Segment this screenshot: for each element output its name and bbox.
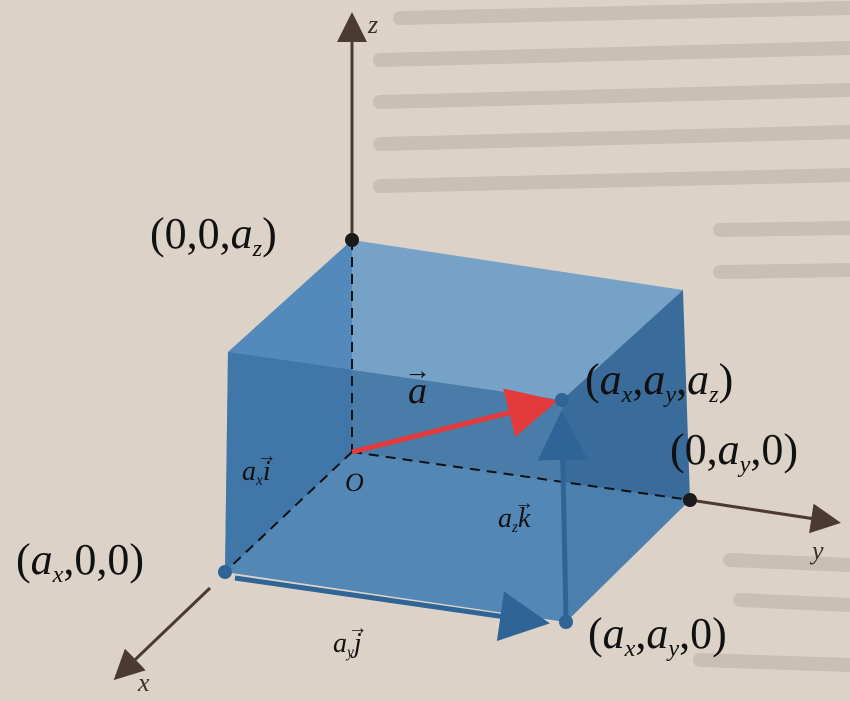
j-sub: y — [347, 644, 354, 662]
x-point-sub: x — [52, 561, 64, 589]
y-point-sub: y — [739, 451, 751, 479]
tip-close: ) — [718, 355, 734, 404]
tip-s2: y — [665, 381, 677, 409]
hidden-x-edge — [224, 451, 353, 573]
xy-a2: a — [646, 609, 669, 658]
k-component-label: azk — [498, 503, 530, 537]
y-point-close: ,0) — [750, 425, 799, 474]
z-point-sub: z — [252, 235, 263, 263]
k-coef: a — [498, 503, 512, 534]
vector-a-label: a — [408, 372, 427, 410]
j-component-label: ayj — [333, 628, 362, 662]
j-coef: a — [333, 628, 347, 659]
x-point-label: (ax,0,0) — [16, 535, 145, 588]
i-component-label: axi — [242, 456, 271, 490]
xy-s2: y — [668, 635, 680, 663]
xy-s1: x — [624, 635, 636, 663]
z-point-open: (0,0, — [150, 209, 231, 258]
tip-s3: z — [709, 381, 719, 409]
xy-close: ,0) — [679, 609, 727, 658]
y-point-label: (0,ay,0) — [670, 425, 799, 478]
x-axis-label: x — [138, 668, 150, 697]
k-sub: z — [512, 519, 518, 537]
x-point-open: ( — [16, 535, 31, 584]
tip-s1: x — [621, 381, 633, 409]
j-unit: j — [354, 630, 362, 658]
xy-sep: , — [635, 609, 647, 658]
z-point-label: (0,0,az) — [150, 209, 277, 262]
tip-a2: a — [643, 355, 666, 404]
tip-point-label: (ax,ay,az) — [585, 355, 734, 409]
point-xy — [559, 615, 573, 629]
y-axis-label: y — [812, 536, 824, 565]
xy-open: ( — [588, 609, 603, 658]
xy-a1: a — [602, 609, 625, 658]
z-point-close: ) — [262, 209, 277, 258]
i-coef: a — [242, 456, 256, 487]
hidden-y-edge — [351, 451, 691, 501]
point-z — [345, 233, 359, 247]
position-vector-a — [351, 388, 558, 455]
z-point-var: a — [230, 209, 253, 258]
j-component-arrow — [234, 575, 550, 642]
x-axis — [113, 586, 212, 681]
tip-a3: a — [687, 355, 710, 404]
point-tip — [555, 393, 569, 407]
y-point-var: a — [717, 425, 740, 474]
k-unit: k — [518, 505, 530, 533]
k-component-arrow — [537, 410, 588, 621]
i-unit: i — [263, 458, 271, 486]
z-axis-label: z — [368, 10, 379, 39]
vector-a-symbol: a — [408, 372, 427, 410]
y-point-open: (0, — [670, 425, 718, 474]
y-axis — [689, 498, 841, 534]
point-x — [218, 565, 232, 579]
xy-point-label: (ax,ay,0) — [588, 609, 727, 662]
box-bottom-face — [225, 452, 690, 622]
origin-label: O — [345, 468, 364, 497]
x-point-var: a — [30, 535, 53, 584]
i-sub: x — [256, 472, 263, 490]
tip-a1: a — [599, 355, 622, 404]
tip-open: ( — [585, 355, 600, 404]
point-y — [683, 493, 697, 507]
x-point-close: ,0,0) — [63, 535, 145, 584]
